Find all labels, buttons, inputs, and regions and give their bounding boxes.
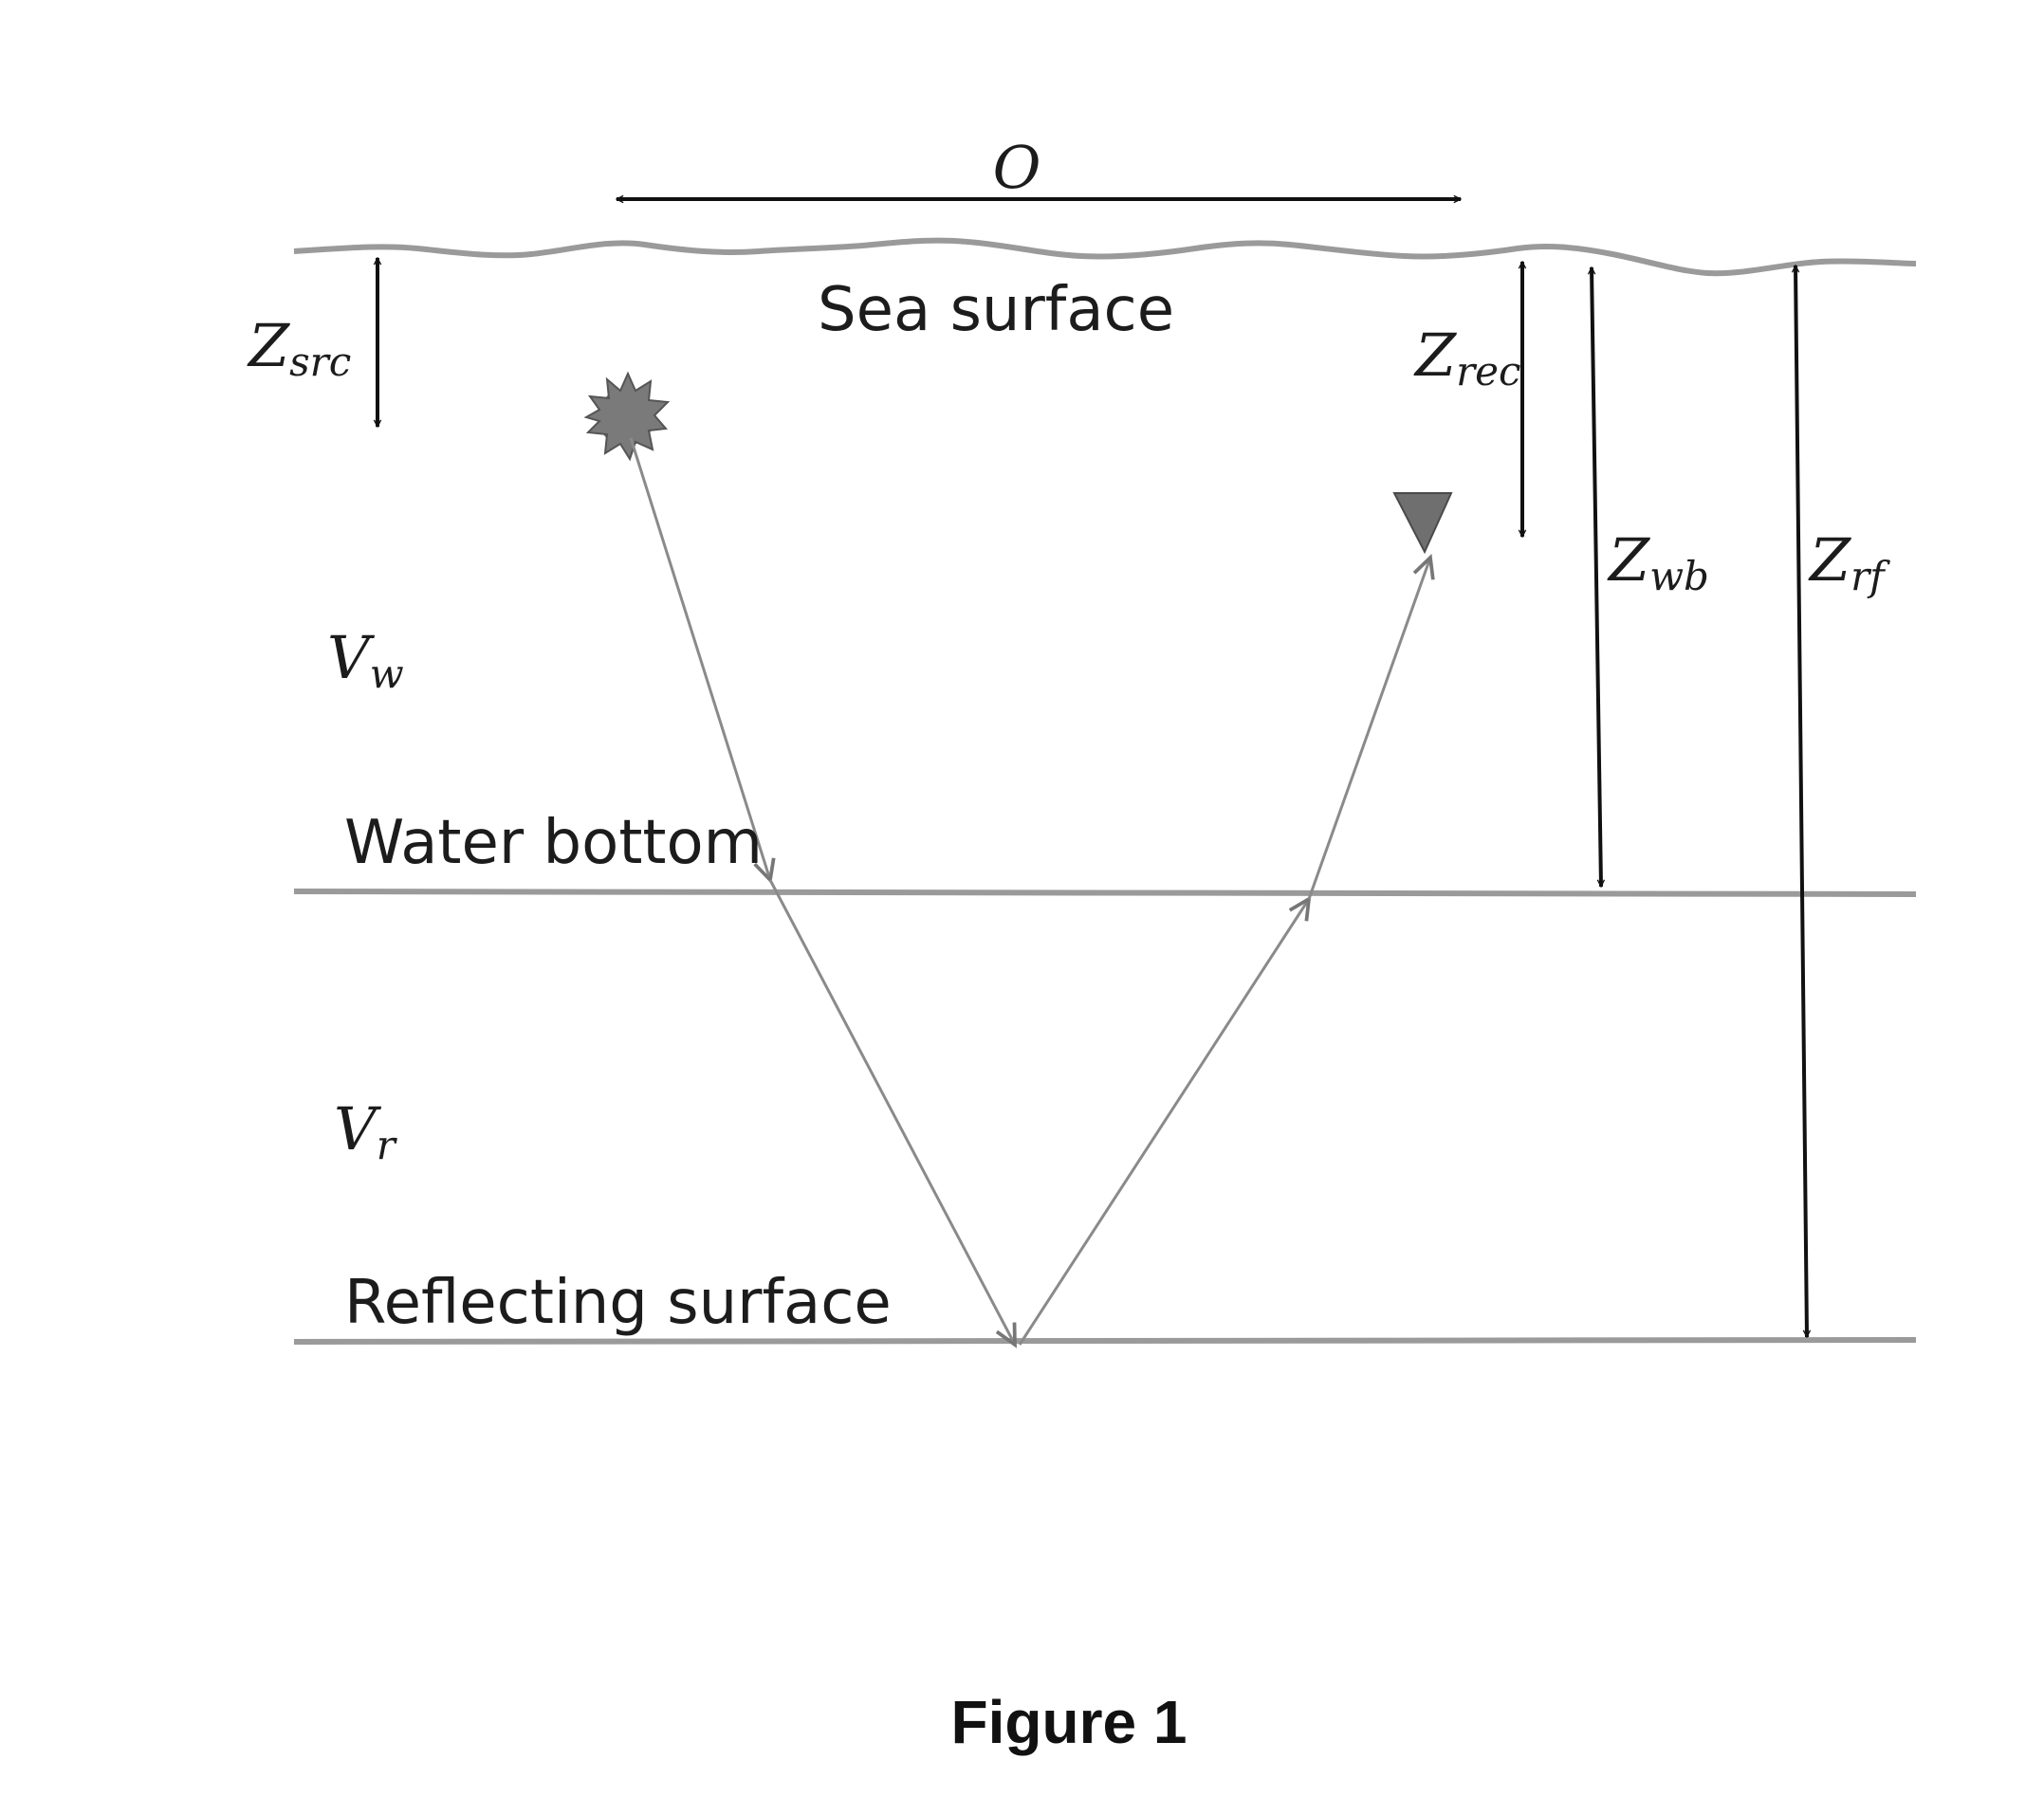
sea-surface-line (294, 241, 1916, 274)
z-rf-arrow (1795, 266, 1807, 1337)
z-rf-label: Zrf (1808, 525, 1890, 599)
z-src-label: Zsrc (247, 311, 351, 385)
ray-up-water (1309, 558, 1430, 899)
reflecting-surface-label: Reflecting surface (344, 1268, 892, 1338)
figure-caption: Figure 1 (951, 1688, 1188, 1756)
v-w-label: Vw (327, 623, 404, 697)
receiver-icon (1394, 493, 1451, 552)
offset-label: O (993, 133, 1041, 202)
source-icon (586, 374, 668, 459)
z-wb-label: Zwb (1607, 525, 1709, 599)
reflecting-surface-line (294, 1340, 1916, 1342)
sea-surface-label: Sea surface (818, 275, 1174, 345)
water-bottom-label: Water bottom (344, 808, 763, 878)
water-bottom-line (294, 891, 1916, 894)
z-wb-arrow (1592, 267, 1601, 887)
v-r-label: Vr (334, 1094, 398, 1168)
ray-up-rock (1020, 899, 1309, 1345)
z-rec-label: Zrec (1413, 321, 1521, 394)
